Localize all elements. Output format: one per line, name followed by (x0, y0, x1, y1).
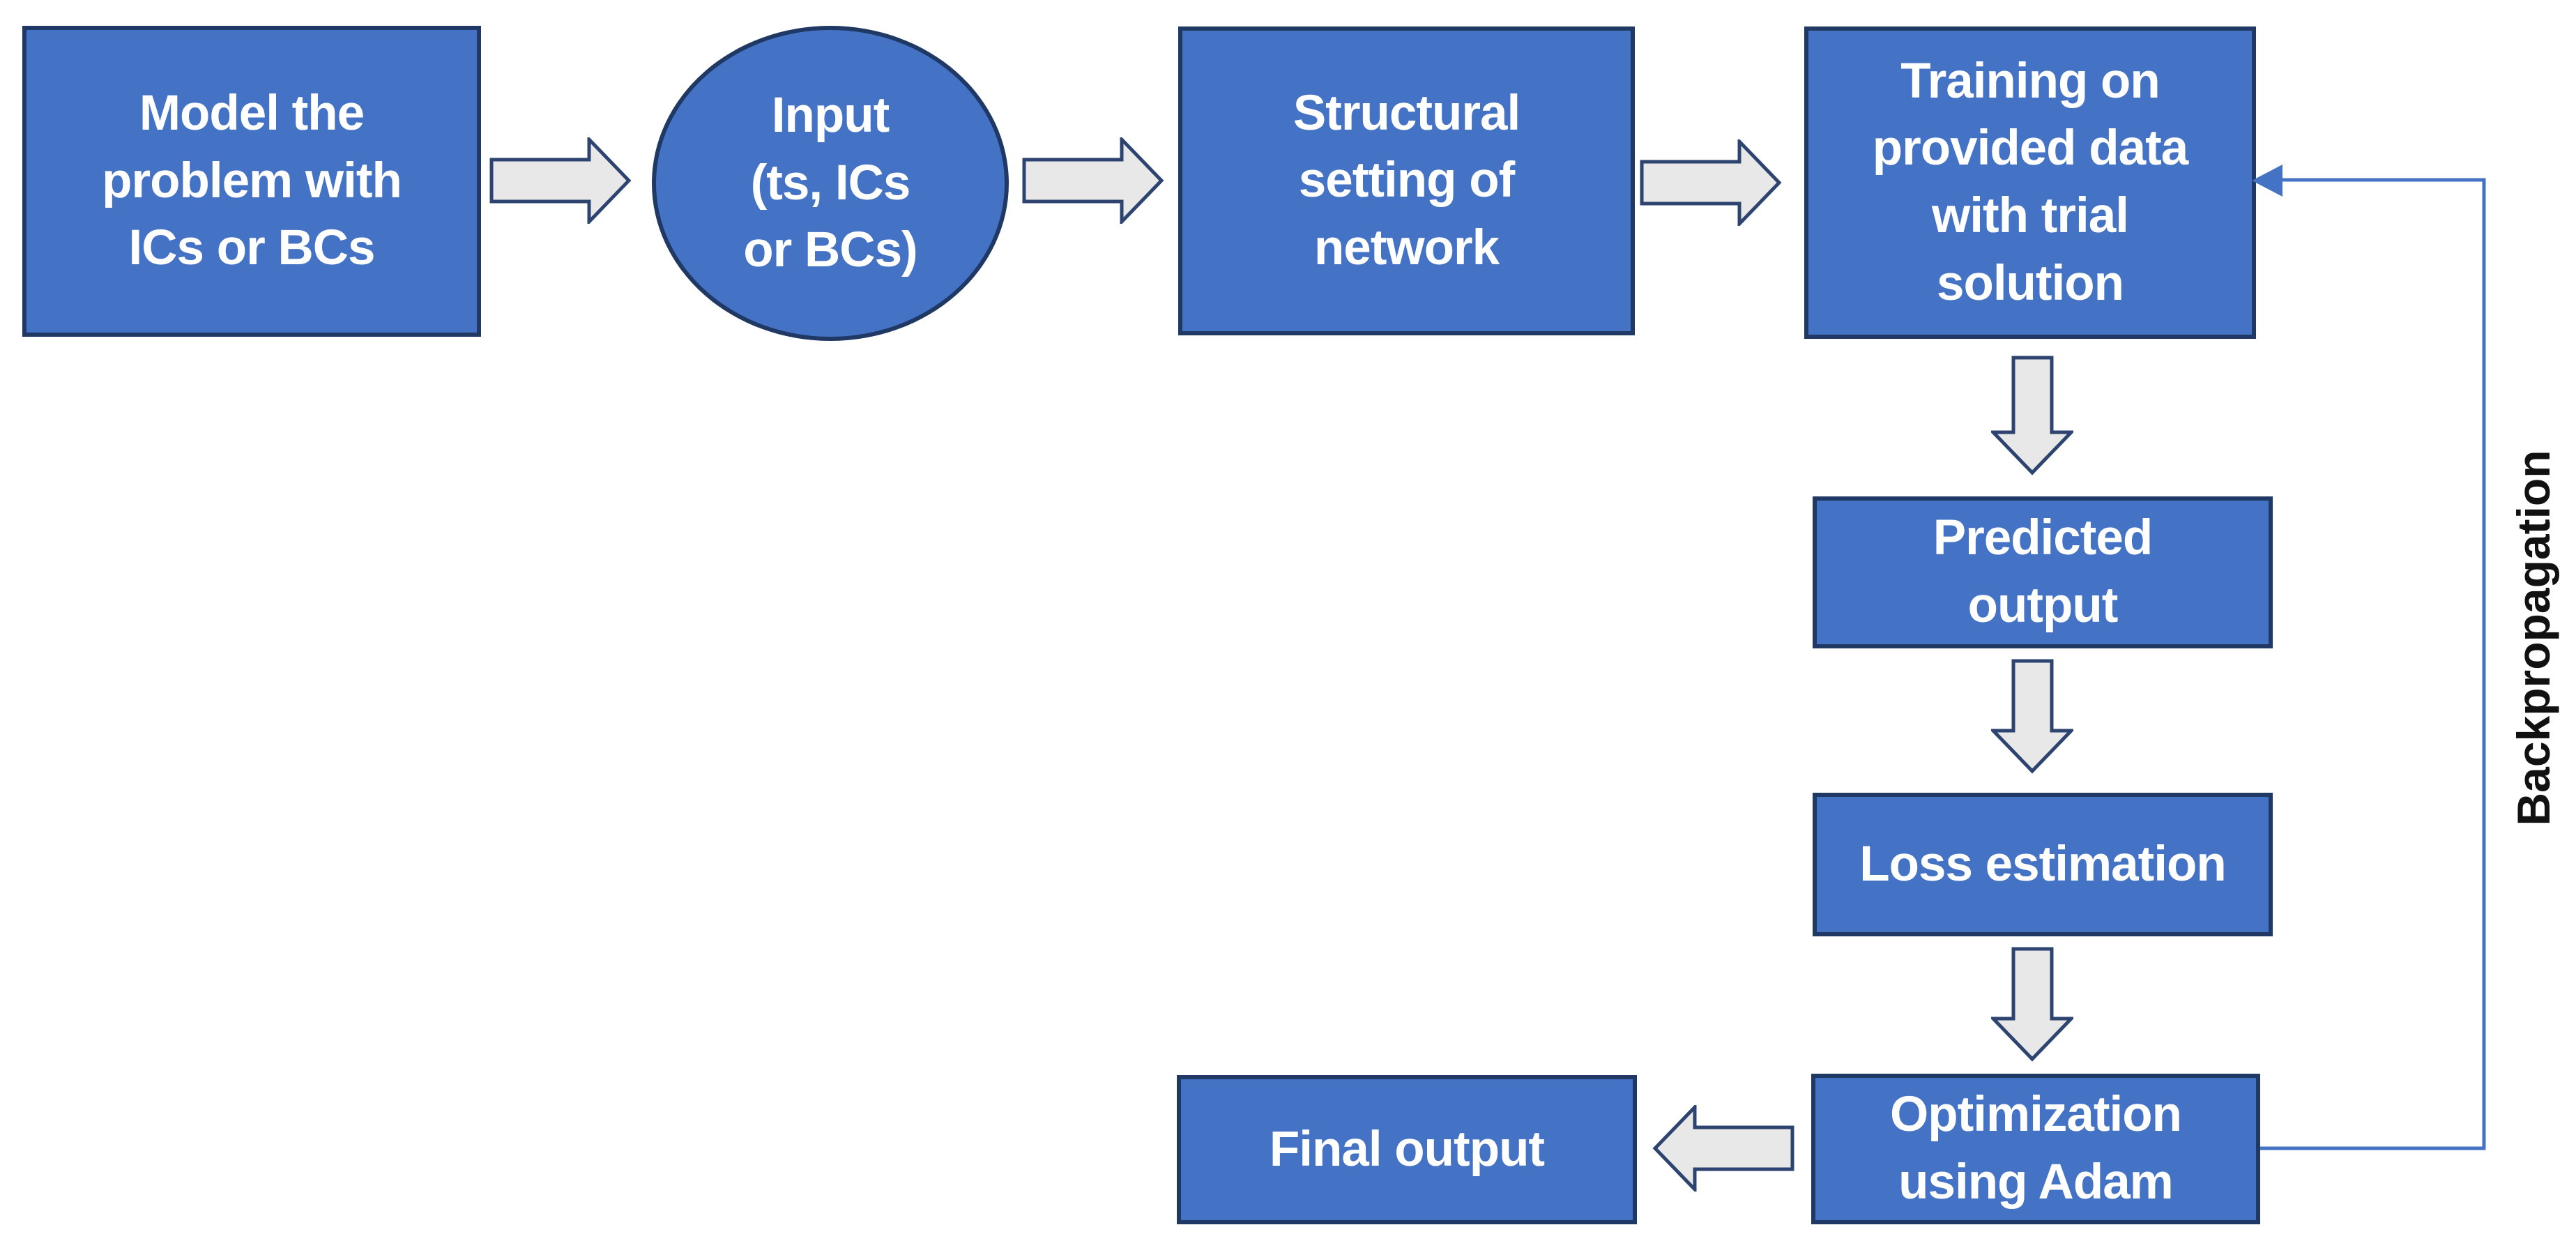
arrow-optimization-to-final-icon (1652, 1105, 1794, 1192)
flow-node-optimization: Optimization using Adam (1811, 1074, 2260, 1224)
arrow-loss-to-optimization-icon (1991, 947, 2073, 1062)
arrow-model-to-input-icon (489, 137, 632, 224)
flow-node-predicted-output: Predicted output (1813, 496, 2273, 648)
flow-node-optimization-label: Optimization using Adam (1890, 1087, 2182, 1210)
arrow-training-to-predicted-icon (1991, 356, 2073, 475)
feedback-arrowhead-icon (2252, 165, 2282, 197)
flow-node-input: Input (ts, ICs or BCs) (652, 26, 1009, 341)
flow-node-training: Training on provided data with trial sol… (1804, 26, 2256, 339)
backpropagation-side-label: Backpropagation (2508, 450, 2559, 826)
flow-node-structural-setting-label: Structural setting of network (1293, 85, 1521, 275)
arrow-structural-to-training-icon (1640, 139, 1782, 226)
flow-node-final-output: Final output (1177, 1075, 1637, 1224)
flow-node-loss-estimation-label: Loss estimation (1859, 836, 2227, 892)
flow-node-final-output-label: Final output (1269, 1121, 1545, 1177)
arrow-input-to-structural-icon (1022, 137, 1164, 224)
flow-node-training-label: Training on provided data with trial sol… (1872, 53, 2189, 311)
flow-node-loss-estimation: Loss estimation (1813, 793, 2273, 936)
flow-node-model-problem: Model the problem with ICs or BCs (22, 26, 481, 337)
flow-node-predicted-output-label: Predicted output (1933, 510, 2154, 633)
flow-node-model-problem-label: Model the problem with ICs or BCs (102, 86, 402, 276)
flow-node-structural-setting: Structural setting of network (1178, 26, 1635, 335)
arrow-predicted-to-loss-icon (1991, 659, 2073, 774)
flow-node-input-label: Input (ts, ICs or BCs) (743, 88, 917, 278)
